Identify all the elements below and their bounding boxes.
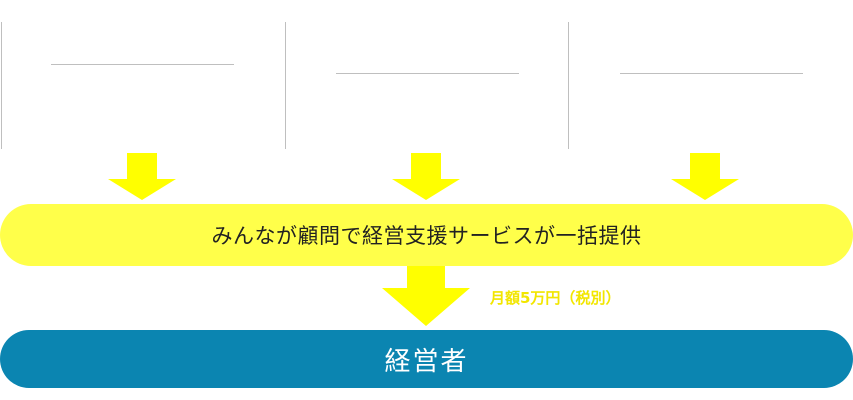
target-banner: 経営者 — [0, 330, 853, 388]
target-banner-label: 経営者 — [384, 346, 469, 377]
arrow-down-icon — [108, 153, 176, 200]
service-banner: みんなが顧問で経営支援サービスが一括提供 — [0, 204, 853, 266]
arrow-down-icon — [671, 153, 739, 200]
arrow-down-icon — [382, 266, 470, 326]
column-divider-middle-left — [285, 22, 286, 149]
provider-3-underline — [620, 73, 803, 74]
price-label: 月額5万円（税別） — [490, 289, 621, 307]
provider-2-underline — [336, 73, 519, 74]
column-divider-middle-right — [568, 22, 569, 149]
service-banner-label: みんなが顧問で経営支援サービスが一括提供 — [211, 224, 642, 248]
arrow-down-icon — [392, 153, 460, 200]
column-divider-left — [1, 22, 2, 149]
provider-1-underline — [51, 64, 234, 65]
